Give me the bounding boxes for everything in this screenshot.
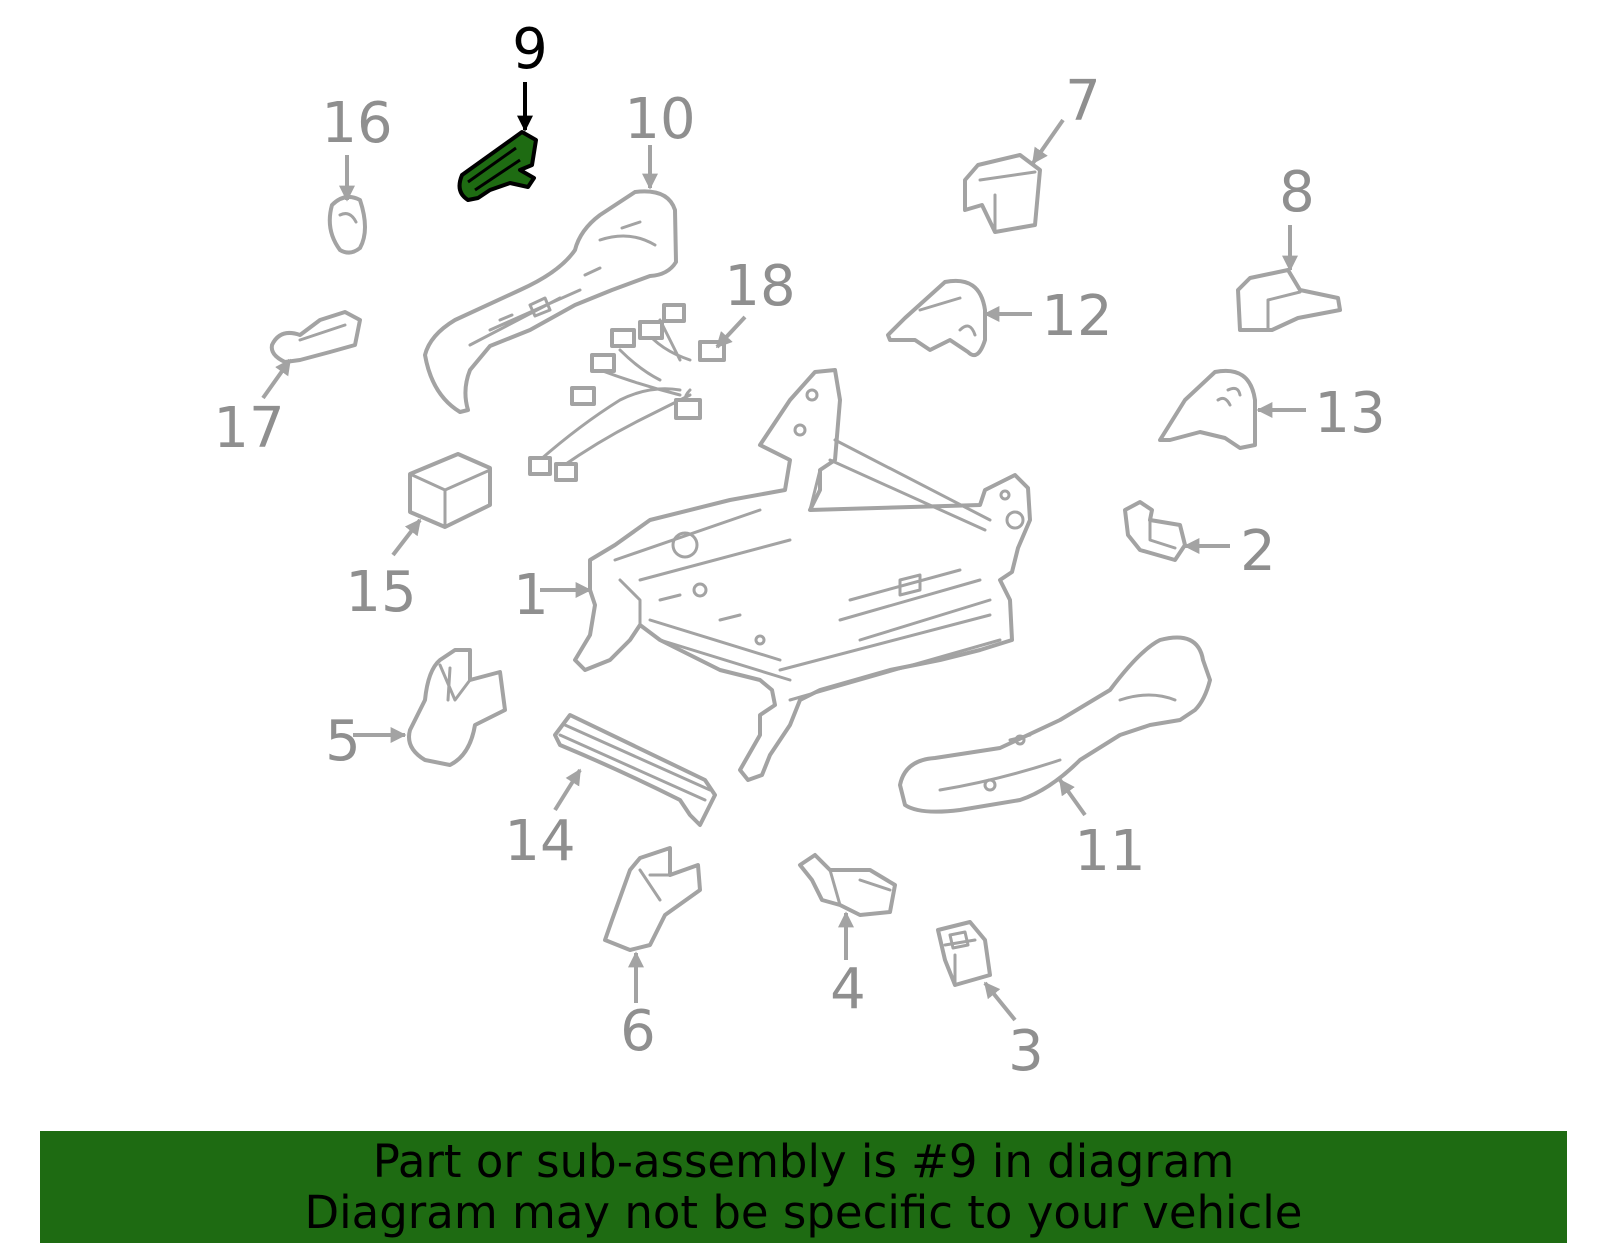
callout-labels: 9 16 10 7 8 18 12 17 13 15 1 2 5 14 11 4…	[213, 17, 1385, 1084]
callout-9: 9	[512, 17, 548, 82]
callout-3: 3	[1008, 1019, 1044, 1084]
part-12-bracket[interactable]	[886, 278, 987, 357]
part-6-cover[interactable]	[603, 846, 702, 952]
callout-16: 16	[321, 91, 392, 156]
part-3-connector[interactable]	[936, 920, 992, 987]
part-14-trim-strip[interactable]	[553, 713, 717, 827]
part-10-side-shield[interactable]	[423, 189, 678, 414]
callout-4: 4	[830, 957, 866, 1022]
part-2-connector[interactable]	[1123, 500, 1187, 562]
callout-12: 12	[1041, 284, 1112, 349]
callout-17: 17	[213, 396, 284, 461]
leader-3	[983, 981, 1017, 1022]
part-7-bracket[interactable]	[963, 153, 1042, 234]
footer-line-1: Part or sub-assembly is #9 in diagram	[372, 1135, 1235, 1188]
callout-7: 7	[1065, 69, 1101, 134]
callout-5: 5	[325, 709, 361, 774]
footer-line-2: Diagram may not be specific to your vehi…	[304, 1186, 1303, 1239]
callout-14: 14	[504, 809, 575, 874]
part-16-knob[interactable]	[327, 194, 367, 255]
part-18-wiring-harness[interactable]	[528, 303, 726, 482]
leader-17	[261, 358, 292, 400]
part-17-switch[interactable]	[269, 310, 362, 364]
callout-2: 2	[1240, 519, 1276, 584]
part-13-bracket[interactable]	[1158, 368, 1257, 450]
part-1-seat-frame[interactable]	[573, 368, 1032, 782]
part-9-lever[interactable]	[457, 130, 538, 202]
callout-15: 15	[345, 560, 416, 625]
leader-lines	[261, 82, 1306, 1022]
leader-11	[1058, 778, 1087, 817]
leader-15	[391, 518, 422, 557]
callout-1: 1	[513, 563, 549, 628]
leader-14	[553, 768, 582, 812]
leader-18	[715, 315, 747, 349]
part-4-bracket[interactable]	[798, 853, 897, 917]
part-5-cover[interactable]	[407, 648, 507, 767]
part-11-side-shield[interactable]	[898, 635, 1212, 814]
leader-7	[1031, 118, 1065, 165]
callout-18: 18	[724, 254, 795, 319]
part-15-module[interactable]	[408, 452, 492, 529]
callout-8: 8	[1279, 160, 1315, 225]
footer-banner: Part or sub-assembly is #9 in diagram Di…	[40, 1131, 1567, 1243]
part-8-bracket[interactable]	[1236, 268, 1342, 332]
callout-13: 13	[1314, 381, 1385, 446]
callout-11: 11	[1074, 819, 1145, 884]
callout-6: 6	[620, 999, 656, 1064]
callout-10: 10	[624, 87, 695, 152]
